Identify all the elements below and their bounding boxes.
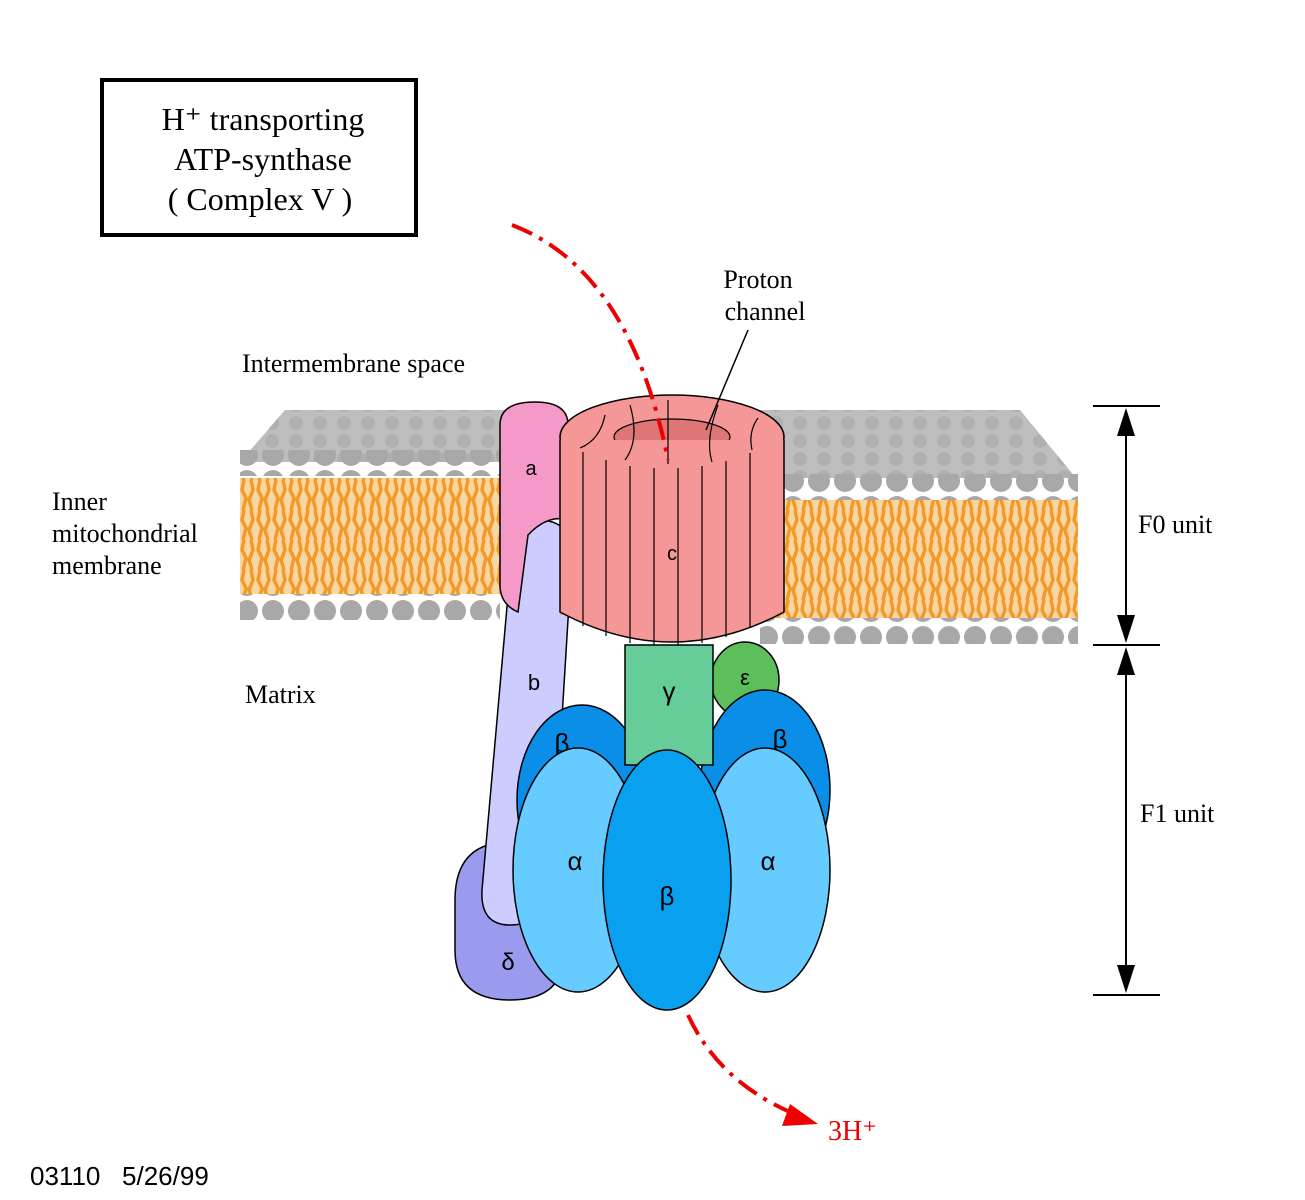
label-alpha-right: α	[760, 846, 775, 876]
proton-channel-line-2: channel	[725, 297, 806, 326]
proton-channel-callout: Proton channel	[705, 265, 806, 431]
title-line-3: ( Complex V )	[168, 181, 353, 217]
label-delta: δ	[501, 949, 514, 976]
label-beta-front: β	[660, 881, 675, 911]
title-box: H⁺ transporting ATP-synthase ( Complex V…	[100, 78, 418, 237]
label-beta-back-right: β	[773, 724, 788, 754]
inner-membrane-label: Inner mitochondrial membrane	[52, 487, 198, 580]
subunit-c-ring: c	[559, 394, 785, 647]
label-c: c	[667, 543, 677, 565]
label-a: a	[525, 458, 537, 480]
membrane-left	[240, 410, 525, 620]
arrow-up-icon	[1117, 408, 1135, 436]
arrowhead-icon	[782, 1104, 818, 1126]
arrow-down-icon	[1117, 615, 1135, 643]
inner-label-line-2: mitochondrial	[52, 519, 198, 548]
label-alpha-left: α	[567, 846, 582, 876]
subunit-beta-front: β	[602, 749, 732, 1011]
title-line-1: H⁺ transporting	[162, 101, 365, 137]
label-epsilon: ε	[740, 665, 750, 690]
matrix-label: Matrix	[245, 680, 316, 709]
label-gamma: γ	[663, 676, 676, 706]
inner-label-line-1: Inner	[52, 487, 107, 516]
intermembrane-space-label: Intermembrane space	[242, 349, 465, 378]
f1-unit-label: F1 unit	[1140, 799, 1215, 828]
proton-channel-line-1: Proton	[723, 265, 792, 294]
subunit-gamma: γ	[624, 644, 714, 766]
footer-code: 03110 5/26/99	[30, 1161, 209, 1191]
label-b: b	[528, 670, 540, 695]
inner-label-line-3: membrane	[52, 551, 162, 580]
arrow-down-icon	[1117, 965, 1135, 993]
f0-unit-label: F0 unit	[1138, 510, 1213, 539]
dimension-markers: F0 unit F1 unit	[1093, 405, 1215, 996]
title-line-2: ATP-synthase	[174, 141, 352, 177]
arrow-up-icon	[1117, 647, 1135, 675]
membrane-right	[760, 410, 1078, 644]
product-label: 3H⁺	[828, 1116, 877, 1147]
proton-path: 3H⁺	[511, 223, 877, 1147]
